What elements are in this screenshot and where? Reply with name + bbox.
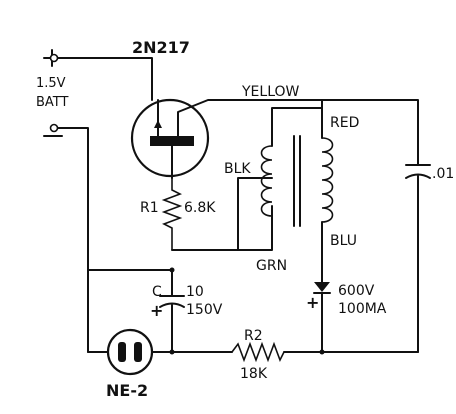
r2-zigzag: [231, 341, 285, 363]
yellow-lead: [271, 107, 323, 147]
c-value-1: 10: [186, 284, 204, 300]
transistor-collector-wire: [177, 99, 323, 137]
grn-lead: [237, 205, 273, 251]
capacitor-c: C 10 150V +: [150, 267, 223, 353]
diode-plus: +: [306, 293, 319, 312]
blu-label: BLU: [330, 233, 357, 249]
blk-label: BLK: [224, 161, 251, 177]
battery-minus-terminal: [49, 123, 59, 133]
primary-coil: [260, 145, 273, 217]
ne2-neon-lamp: NE-2: [106, 328, 154, 400]
transformer: [237, 99, 334, 283]
r1-zigzag: [161, 178, 183, 250]
r1-name: R1: [140, 200, 159, 216]
diode-triangle: [314, 282, 330, 292]
battery-voltage-label: 1.5V: [36, 76, 66, 91]
r2-resistor: R2 18K: [231, 328, 285, 382]
battery-plus-terminal: [49, 53, 59, 63]
yellow-label: YELLOW: [241, 84, 300, 100]
minus-wire: [57, 127, 173, 271]
diode-current: 100MA: [338, 301, 387, 317]
secondary-coil: [321, 137, 334, 223]
diode: 600V 100MA +: [306, 282, 387, 353]
capacitor-01: .01: [405, 164, 454, 353]
c-plus: +: [150, 301, 163, 320]
c-value-2: 150V: [186, 302, 223, 318]
battery-name-label: BATT: [36, 95, 69, 110]
lamp-envelope: [106, 328, 154, 376]
r1-resistor: R1 6.8K: [140, 178, 216, 250]
diode-voltage: 600V: [338, 283, 375, 299]
cap01-plate-bottom: [405, 173, 431, 179]
lamp-label: NE-2: [106, 381, 148, 400]
transistor-2n217: [130, 98, 323, 179]
transistor-base: [150, 136, 194, 146]
cap01-label: .01: [432, 166, 454, 182]
lamp-electrode-left: [118, 342, 126, 362]
grn-label: GRN: [256, 258, 287, 274]
transistor-label: 2N217: [132, 38, 190, 57]
r2-name: R2: [244, 328, 263, 344]
node-diode-bottom: [319, 349, 325, 355]
red-label: RED: [330, 115, 359, 131]
top-right-wire: [321, 99, 419, 166]
battery: 1.5V BATT: [36, 49, 69, 137]
node-c-bottom: [169, 349, 175, 355]
r1-to-blk-wire: [171, 177, 273, 251]
r1-value: 6.8K: [184, 200, 216, 216]
top-wire: [57, 57, 153, 101]
r2-value: 18K: [240, 366, 268, 382]
c-name: C: [152, 284, 162, 300]
emitter-arrow: [154, 120, 162, 128]
c-plate-bottom: [159, 302, 185, 308]
lamp-electrode-right: [134, 342, 142, 362]
